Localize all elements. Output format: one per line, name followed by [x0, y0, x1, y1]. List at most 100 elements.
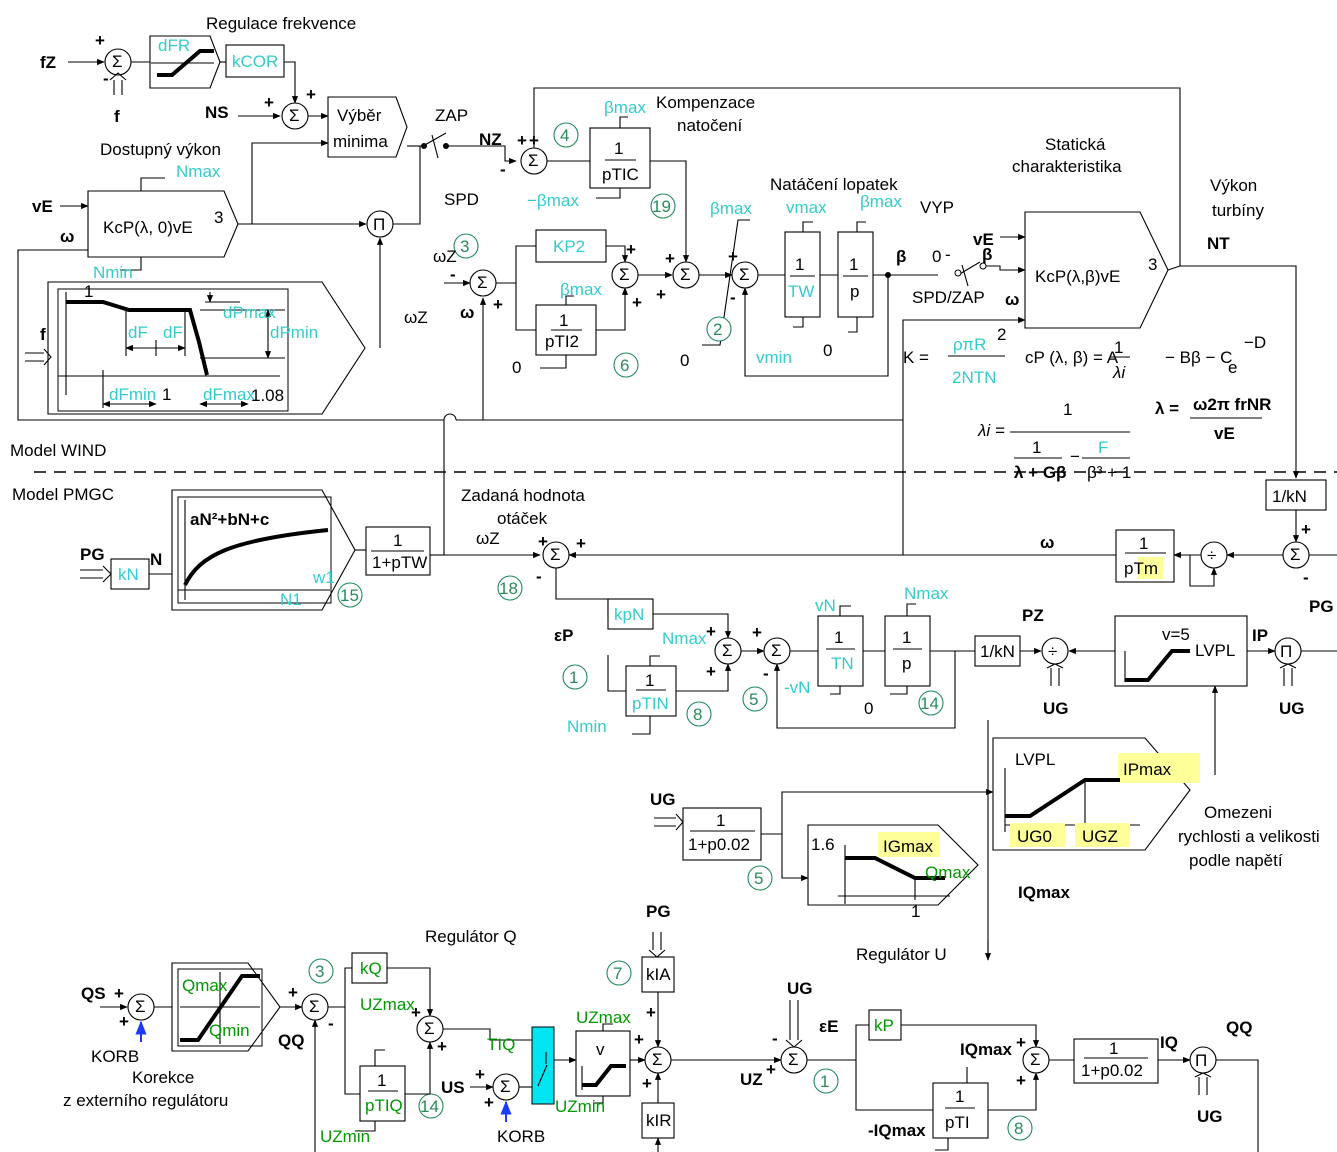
node-number-label: 5: [754, 869, 763, 888]
sum-symbol: Σ: [1290, 545, 1301, 564]
node-number-label: 14: [920, 694, 939, 713]
sign-plus: +: [437, 1037, 447, 1056]
label-mvn: -vN: [784, 678, 810, 697]
label-dpmin: dPmin: [270, 323, 318, 342]
label-epse: εE: [819, 1017, 838, 1036]
eq-k-lhs: K =: [903, 348, 929, 367]
label-one: 1: [1109, 1039, 1118, 1058]
node-number-label: 5: [749, 690, 758, 709]
eq-li-sub: 1: [1032, 438, 1041, 457]
node-number-label: 3: [460, 237, 469, 256]
arrow-ug-in: [1195, 1073, 1211, 1095]
label-minima: minima: [333, 132, 388, 151]
label-uzmin: UZmin: [555, 1097, 605, 1116]
arrow-ug-in: [1047, 664, 1063, 686]
label-nmax: Nmax: [904, 584, 949, 603]
label-vykon: Výkon: [1210, 176, 1257, 195]
line-pi-switch: [393, 146, 420, 224]
label-ptic: pTIC: [602, 165, 639, 184]
sign-plus: +: [517, 131, 527, 150]
zero-marker: [848, 317, 857, 332]
sum-symbol: Σ: [771, 641, 782, 660]
label-1p002: 1+p0.02: [1081, 1061, 1143, 1080]
sum-symbol: Σ: [652, 1050, 663, 1069]
label-vn: vN: [815, 596, 836, 615]
label-one: 1: [902, 628, 911, 647]
label-qmin: Qmin: [209, 1021, 250, 1040]
sign-plus: +: [1016, 1071, 1026, 1090]
divide-symbol: ÷: [1207, 546, 1216, 565]
vn-marker: [830, 686, 840, 694]
vn-marker: [840, 606, 851, 616]
label-kcor: kCOR: [232, 52, 278, 71]
label-zero: 0: [823, 341, 832, 360]
bmax-marker: [620, 117, 628, 128]
sign-plus: +: [306, 85, 316, 104]
label-p: p: [850, 282, 859, 301]
line-ug-igmax: [782, 834, 808, 878]
label-an2: aN²+bN+c: [190, 510, 269, 529]
eq-li-lhs: λi =: [977, 421, 1005, 440]
line-sum-ti2: [516, 283, 536, 330]
label-iqmax: IQmax: [1018, 883, 1071, 902]
label-kp: kP: [874, 1016, 894, 1035]
sign-plus: +: [538, 532, 548, 551]
vmax-marker: [803, 222, 813, 232]
label-korekce2: z externího regulátoru: [63, 1091, 228, 1110]
label-one: 1: [559, 311, 568, 330]
sign-plus: +: [646, 1003, 656, 1022]
label-ug: UG: [787, 979, 813, 998]
node-number-label: 6: [620, 356, 629, 375]
sign-plus: +: [656, 285, 666, 304]
label-omega-z: ωZ: [476, 529, 500, 548]
sign-plus: +: [119, 1012, 129, 1031]
label-pti2: pTI2: [545, 332, 579, 351]
label-ug0: UG0: [1017, 827, 1052, 846]
sum-symbol: Σ: [550, 545, 561, 564]
label-one: 1: [716, 811, 725, 830]
node-number-label: 2: [713, 320, 722, 339]
label-minus: -: [945, 245, 951, 264]
line-ti-sum: [405, 1042, 430, 1094]
label-1kn: 1/kN: [1272, 487, 1307, 506]
sign-minus: -: [1303, 568, 1309, 587]
label-ug: UG: [1197, 1107, 1223, 1126]
label-omezeni3: podle napětí: [1189, 851, 1283, 870]
sign-plus: +: [706, 662, 716, 681]
label-otacek: otáček: [497, 509, 548, 528]
label-kcpb: KcP(λ,β)vE: [1035, 267, 1120, 286]
switch-tiq: [532, 1027, 554, 1104]
arrow-ug-in: [1280, 664, 1296, 686]
sum-symbol: Σ: [424, 1019, 435, 1038]
label-charakteristika: charakteristika: [1012, 157, 1122, 176]
node-number-label: 15: [340, 586, 359, 605]
node-number-label: 8: [693, 705, 702, 724]
label-ptiq: pTIQ: [365, 1096, 403, 1115]
label-ve: vE: [32, 197, 53, 216]
label-f: f: [40, 325, 46, 344]
sign-plus: +: [95, 31, 105, 50]
nmax-marker: [141, 178, 165, 191]
arrow-ug-in: [786, 1000, 802, 1047]
switch-dot: [443, 143, 449, 149]
label-pti: pTI: [945, 1113, 970, 1132]
label-dostupny-vykon: Dostupný výkon: [100, 140, 221, 159]
label-bmax: βmax: [860, 192, 902, 211]
sum-symbol: Σ: [477, 273, 488, 292]
eq-k-den: 2NTN: [952, 368, 996, 387]
eq-lam-den: vE: [1214, 424, 1235, 443]
label-miqmax: -IQmax: [868, 1121, 926, 1140]
label-dfmin: dFmin: [109, 385, 156, 404]
switch-handle: [962, 265, 968, 286]
sign-plus: +: [576, 534, 586, 553]
node-number-label: 3: [315, 962, 324, 981]
label-qs: QS: [81, 984, 106, 1003]
node-number-label: 4: [560, 126, 569, 145]
line-err-ti: [345, 1007, 360, 1094]
label-fz: fZ: [40, 53, 56, 72]
label-ipmax: IPmax: [1123, 760, 1172, 779]
label-kompenzace: Kompenzace: [656, 93, 755, 112]
sign-plus: +: [752, 623, 762, 642]
eq-li-num: 1: [1063, 400, 1072, 419]
bmin-marker: [596, 188, 620, 198]
